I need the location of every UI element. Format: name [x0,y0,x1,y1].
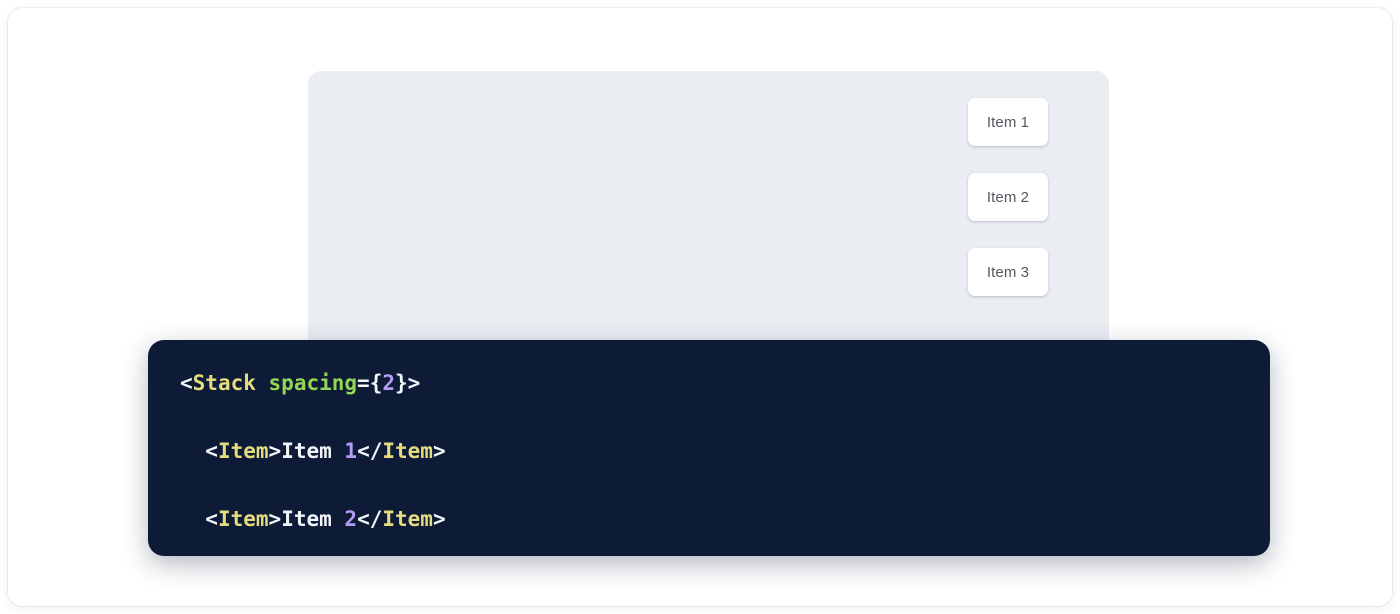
code-token-punct: > [407,371,421,395]
code-token-indent [180,507,205,531]
stack-item-card[interactable]: Item 2 [968,173,1048,221]
code-token-text [256,371,269,395]
code-token-tag: Item [382,439,433,463]
code-token-punct: > [432,439,446,463]
code-token-punct: > [432,507,446,531]
code-token-tag: Item [217,507,269,531]
code-token-punct: </ [357,507,383,531]
code-token-indent [180,439,205,463]
stack-item-card[interactable]: Item 3 [968,248,1048,296]
code-token-number: 1 [344,439,358,463]
code-block[interactable]: <Stack spacing={2}> <Item>Item 1</Item> … [180,366,1238,556]
component-preview-surface: Item 1 Item 2 Item 3 [308,71,1109,361]
code-line: <Item>Item 2</Item> [180,502,1238,536]
code-token-text: Item [281,439,345,463]
stack-container: Item 1 Item 2 Item 3 [668,98,1348,296]
code-token-text: Item [281,507,345,531]
code-token-punct: > [268,507,282,531]
stack-item-label: Item 3 [986,263,1030,281]
code-line: <Item>Item 1</Item> [180,434,1238,468]
code-line: <Stack spacing={2}> [180,366,1238,400]
stack-item-label: Item 2 [986,188,1030,206]
code-token-tag: Item [382,507,433,531]
code-token-brace: } [395,371,408,395]
code-token-attr: spacing [268,371,358,395]
code-token-brace: { [369,371,383,395]
code-token-tag: Stack [192,371,256,395]
code-token-punct: < [180,371,193,395]
code-token-punct: < [205,507,218,531]
code-snippet-panel: <Stack spacing={2}> <Item>Item 1</Item> … [148,340,1270,556]
code-token-punct: = [357,371,370,395]
code-token-punct: < [205,439,218,463]
code-token-number: 2 [382,371,396,395]
code-token-number: 2 [344,507,358,531]
stack-item-card[interactable]: Item 1 [968,98,1048,146]
stack-item-label: Item 1 [986,113,1030,131]
code-token-tag: Item [217,439,269,463]
code-token-punct: > [268,439,282,463]
code-token-punct: </ [357,439,383,463]
